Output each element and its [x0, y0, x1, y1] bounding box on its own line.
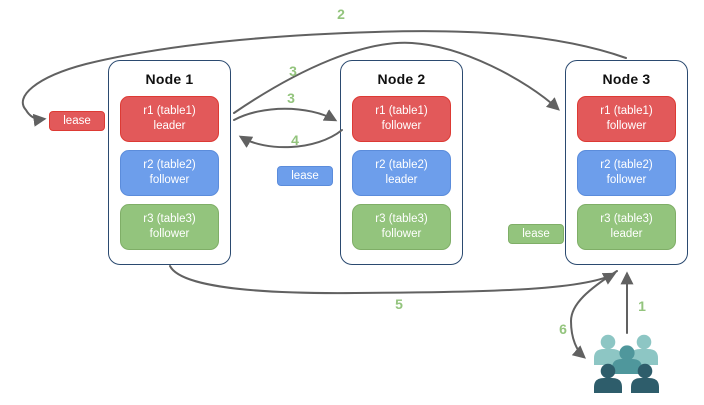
replica-name: r1 (table1) — [143, 105, 196, 117]
person-icon — [594, 334, 622, 365]
replica-name: r2 (table2) — [143, 159, 196, 171]
replica-role: leader — [385, 174, 418, 186]
lease-badge-table2: lease — [277, 166, 333, 186]
step-label-1: 1 — [638, 298, 646, 314]
node-3-box: Node 3 r1 (table1) follower r2 (table2) … — [565, 60, 688, 265]
node-1-replica-r3: r3 (table3) follower — [120, 204, 219, 250]
replica-role: follower — [606, 174, 647, 186]
replica-name: r2 (table2) — [375, 159, 428, 171]
users-icon — [594, 334, 659, 393]
replica-role: follower — [149, 228, 190, 240]
arrow-step-5-node1-to-node3 — [169, 265, 617, 295]
node-1-replica-r2: r2 (table2) follower — [120, 150, 219, 196]
person-icon — [612, 345, 642, 374]
node-1-replica-r1: r1 (table1) leader — [120, 96, 219, 142]
node-1-box: Node 1 r1 (table1) leader r2 (table2) fo… — [108, 60, 231, 265]
lease-label: lease — [291, 170, 319, 182]
lease-badge-table1: lease — [49, 111, 105, 131]
step-label-3a: 3 — [289, 63, 297, 79]
arrow-step-6-node3-to-users — [569, 270, 618, 359]
node-2-title: Node 2 — [377, 71, 426, 87]
step-label-3b: 3 — [287, 90, 295, 106]
replica-role: follower — [606, 120, 647, 132]
node-2-replica-r2: r2 (table2) leader — [352, 150, 451, 196]
lease-badge-table3: lease — [508, 224, 564, 244]
step-label-4: 4 — [291, 132, 299, 148]
lease-label: lease — [522, 228, 550, 240]
replica-role: follower — [381, 228, 422, 240]
arrow-step-3-node1-to-node2 — [233, 107, 338, 122]
replica-name: r3 (table3) — [600, 213, 653, 225]
step-label-2: 2 — [337, 6, 345, 22]
node-3-replica-r2: r2 (table2) follower — [577, 150, 676, 196]
node-2-box: Node 2 r1 (table1) follower r2 (table2) … — [340, 60, 463, 265]
node-3-replica-r3: r3 (table3) leader — [577, 204, 676, 250]
person-icon — [630, 334, 658, 365]
node-1-title: Node 1 — [145, 71, 194, 87]
person-icon — [594, 363, 622, 393]
replica-name: r1 (table1) — [375, 105, 428, 117]
replica-name: r3 (table3) — [143, 213, 196, 225]
node-2-replica-r1: r1 (table1) follower — [352, 96, 451, 142]
step-label-6: 6 — [559, 321, 567, 337]
step-label-5: 5 — [395, 296, 403, 312]
replica-role: leader — [153, 120, 186, 132]
person-icon — [631, 363, 659, 393]
replica-role: follower — [381, 120, 422, 132]
replica-name: r2 (table2) — [600, 159, 653, 171]
lease-label: lease — [63, 115, 91, 127]
replica-role: follower — [149, 174, 190, 186]
node-3-title: Node 3 — [602, 71, 651, 87]
replica-role: leader — [610, 228, 643, 240]
node-2-replica-r3: r3 (table3) follower — [352, 204, 451, 250]
node-3-replica-r1: r1 (table1) follower — [577, 96, 676, 142]
replica-name: r3 (table3) — [375, 213, 428, 225]
replica-name: r1 (table1) — [600, 105, 653, 117]
